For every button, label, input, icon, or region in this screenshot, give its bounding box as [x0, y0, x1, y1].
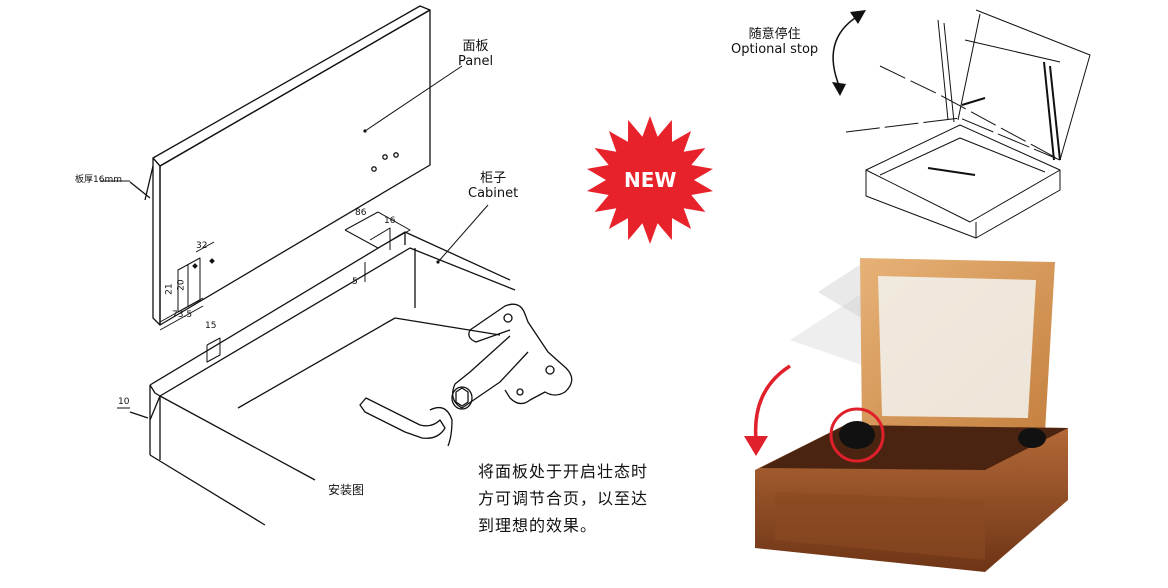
hinge-highlight-circle [829, 407, 885, 463]
cabinet-label-en: Cabinet [468, 185, 519, 201]
adjustment-note-line1: 将面板处于开启壮态时 [478, 462, 649, 481]
adjustment-note-line3: 到理想的效果。 [478, 516, 598, 535]
hinge-notch [206, 211, 411, 363]
hinge-part [451, 303, 573, 410]
panel-leader-line [364, 65, 463, 132]
cabinet-label: 柜子 Cabinet [468, 171, 519, 202]
panel-board [152, 5, 431, 326]
dimension-15: 15 [205, 321, 217, 331]
dimension-10: 10 [118, 397, 130, 407]
cabinet-label-cn: 柜子 [480, 171, 507, 186]
panel-label-cn: 面板 [462, 39, 489, 54]
dimension-86: 86 [355, 208, 367, 218]
cabinet-leader-line [437, 204, 489, 263]
optional-stop-label: 随意停住 Optional stop [731, 27, 819, 58]
allen-key [359, 397, 453, 447]
dimension-21: 21 [164, 283, 175, 295]
dimension-5: 5 [352, 277, 358, 287]
dimension-16: 16 [384, 216, 396, 226]
panel-dimension-box [159, 241, 215, 331]
optional-stop-en: Optional stop [731, 41, 819, 57]
adjustment-note: 将面板处于开启壮态时 方可调节合页，以至达 到理想的效果。 [478, 458, 648, 539]
front-edge-marker [129, 395, 161, 421]
thickness-marker [129, 165, 154, 201]
new-badge-text: NEW [624, 168, 677, 192]
rotation-arrow [753, 364, 791, 441]
panel-label-en: Panel [458, 53, 494, 69]
dimension-32: 32 [196, 241, 208, 251]
thickness-label: 板厚16mm [75, 175, 122, 185]
dimension-73-5: 73.5 [172, 310, 193, 320]
dimension-20: 20 [176, 279, 187, 291]
panel-label: 面板 Panel [458, 39, 494, 70]
optional-stop-cn: 随意停住 [748, 27, 801, 42]
panel-holes [371, 152, 399, 172]
installation-caption: 安装图 [328, 483, 365, 497]
adjustment-note-line2: 方可调节合页，以至达 [478, 489, 649, 508]
